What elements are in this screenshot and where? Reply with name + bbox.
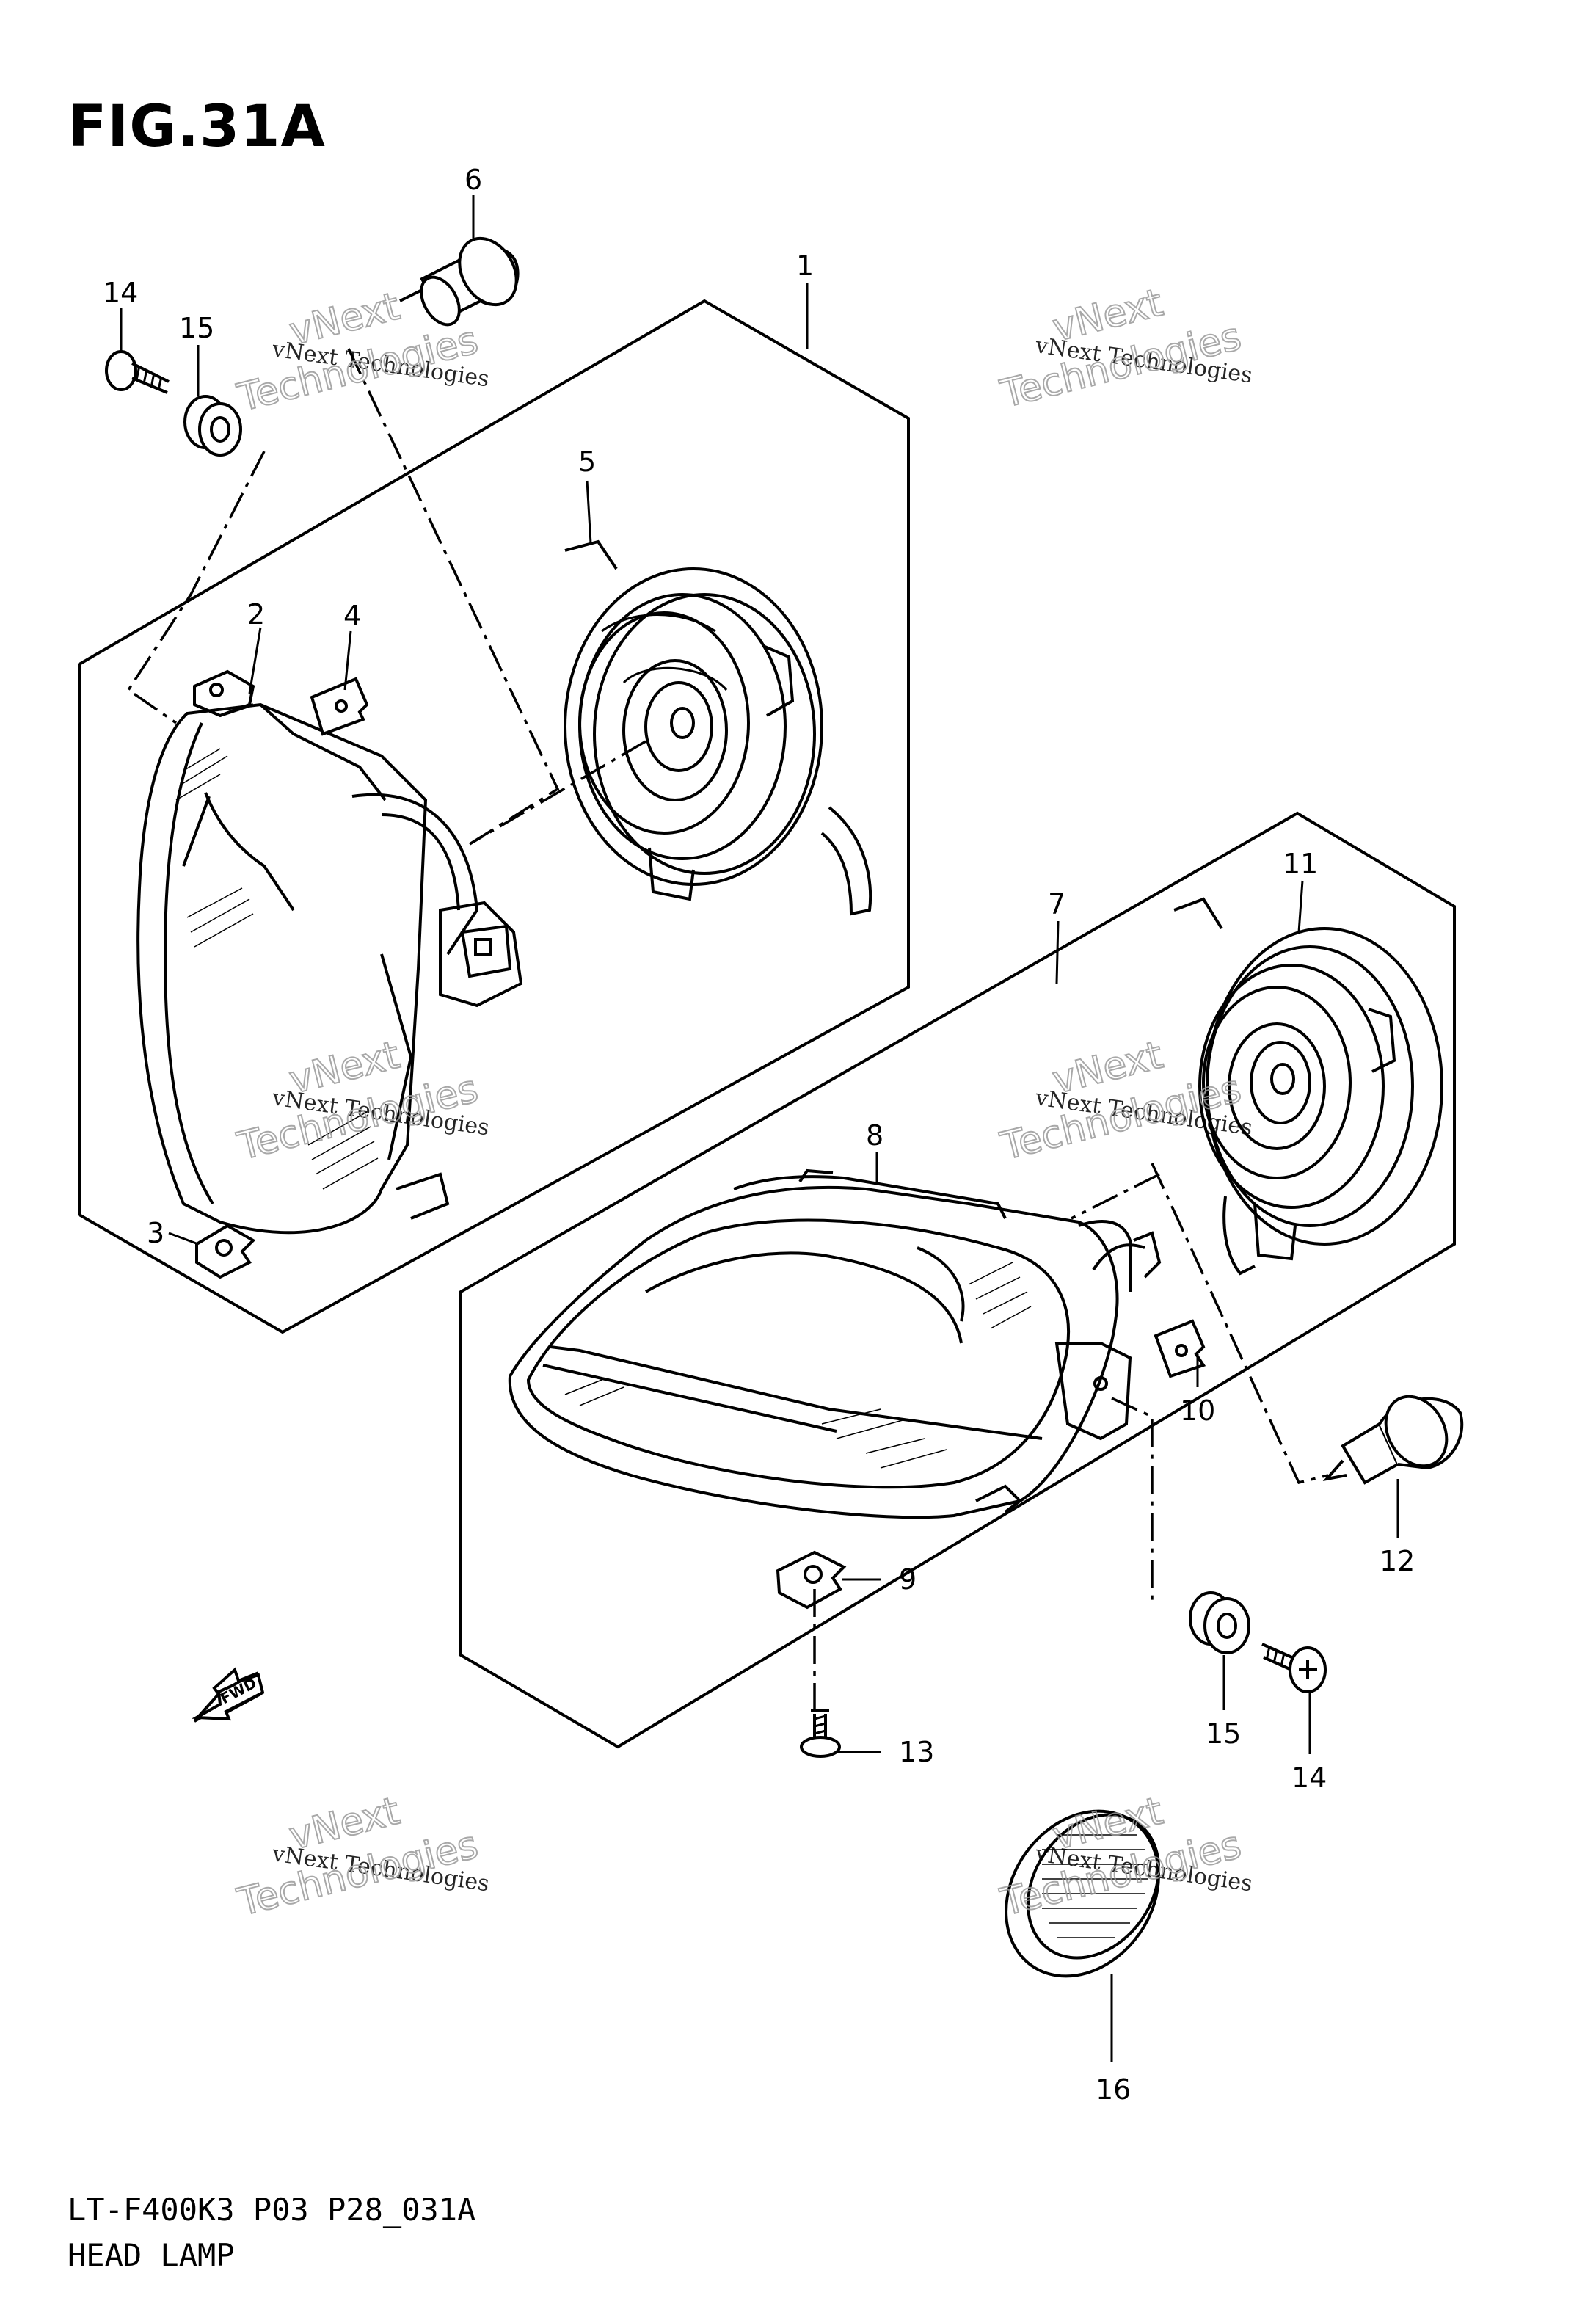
drawing-code: LT-F400K3 P03 P28_031A [68, 2192, 476, 2228]
callout-11: 11 [1283, 848, 1318, 880]
clip-nut-9 [776, 1550, 847, 1610]
watermark-5: vNext Technologies vNext Technologies [233, 1789, 491, 1926]
figure-footer: LT-F400K3 P03 P28_031A HEAD LAMP [68, 2187, 475, 2278]
screw-14-upper [105, 350, 170, 394]
assembly-line-upper-2 [347, 348, 560, 846]
callout-5: 5 [578, 446, 596, 478]
grommet-15-lower [1189, 1591, 1250, 1654]
assembly-line-lower-1 [1071, 1173, 1160, 1220]
clip-4 [310, 677, 369, 736]
clip-10 [1154, 1319, 1206, 1378]
callout-4: 4 [343, 600, 361, 632]
callout-12: 12 [1380, 1545, 1415, 1577]
screw-13 [800, 1709, 841, 1758]
callout-15-lower: 15 [1206, 1717, 1241, 1750]
bulb-socket-cover-5 [564, 539, 872, 916]
assembly-line-lower-3 [1111, 1397, 1154, 1600]
fwd-arrow-icon: FWD [191, 1667, 265, 1723]
callout-15-upper: 15 [179, 312, 214, 344]
callout-10: 10 [1180, 1395, 1215, 1427]
bulb-socket-cover-11 [1173, 897, 1443, 1276]
callout-14-lower: 14 [1291, 1762, 1327, 1794]
grommet-15-upper [183, 395, 242, 457]
clip-nut-3 [195, 1224, 256, 1279]
bulb-12 [1322, 1395, 1464, 1485]
assembly-line-upper-3 [469, 740, 646, 846]
callout-6: 6 [464, 164, 482, 196]
callout-7: 7 [1048, 888, 1065, 920]
assembly-line-lower-2 [1151, 1163, 1329, 1485]
callout-14-upper: 14 [103, 277, 138, 309]
callout-1: 1 [796, 250, 814, 282]
figure-title: FIG.31A [68, 94, 326, 160]
callout-9: 9 [899, 1563, 917, 1596]
watermark-2: vNext Technologies vNext Technologies [996, 280, 1254, 418]
section-name: HEAD LAMP [68, 2237, 235, 2273]
callout-3: 3 [147, 1217, 164, 1249]
bulb-6 [399, 236, 520, 327]
head-lamp-housing-8 [508, 1168, 1162, 1519]
callout-16: 16 [1096, 2073, 1131, 2106]
assembly-1-outline [78, 299, 910, 1334]
assembly-7-outline [459, 811, 1456, 1749]
screw-14-lower [1261, 1643, 1327, 1693]
head-lamp-housing-2 [136, 669, 523, 1235]
callout-8: 8 [866, 1119, 883, 1152]
assembly-line-upper-1 [126, 451, 266, 724]
callout-2: 2 [247, 598, 265, 630]
callout-13: 13 [899, 1736, 934, 1768]
leader-lines [120, 195, 1399, 2062]
reflector-16 [1005, 1809, 1161, 1978]
